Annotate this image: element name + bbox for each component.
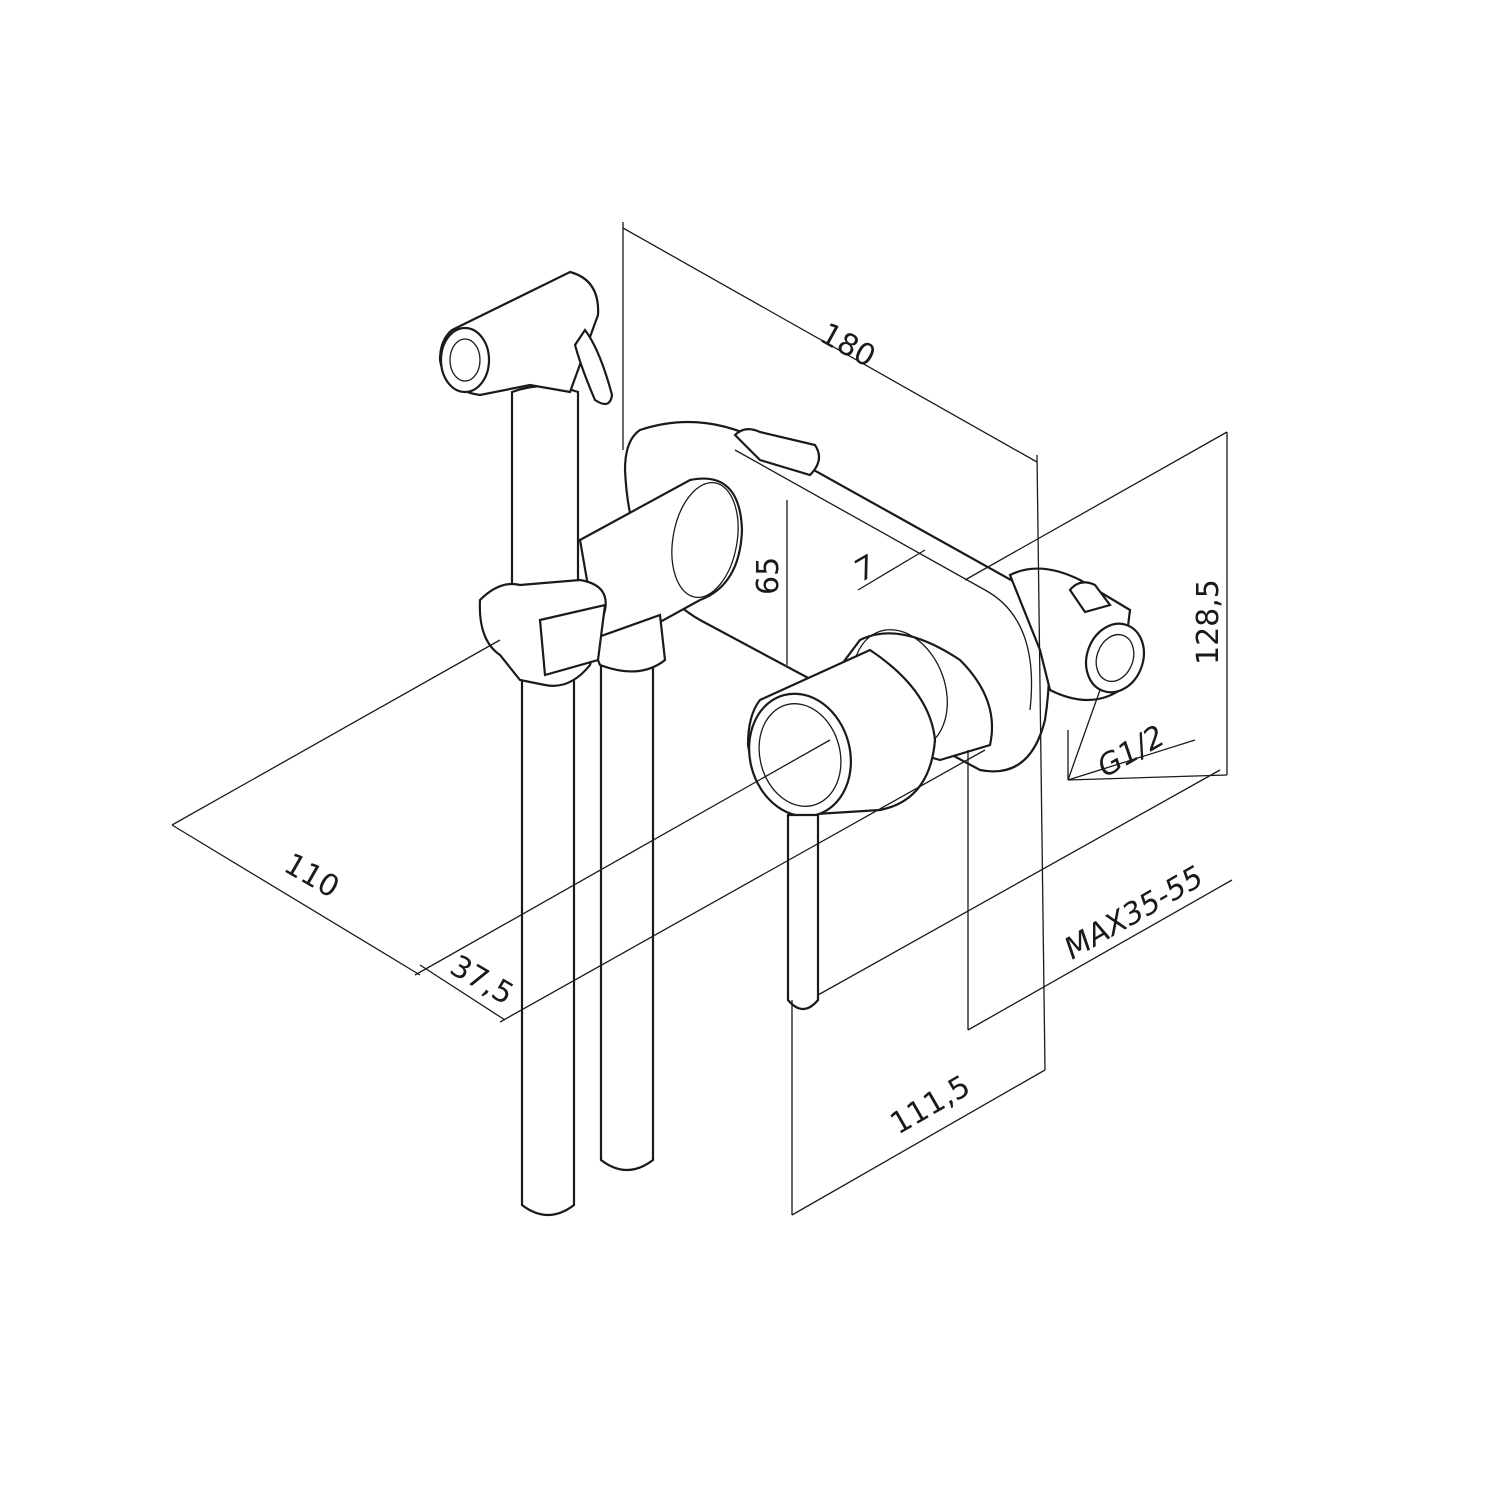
nozzle [439,326,491,394]
dim-wall-depth-max35-55: MAX35-55 [1059,860,1210,967]
dim-plate-height-65: 65 [751,557,786,595]
hygienic-shower-set [438,270,1146,1217]
dim-width-180: 180 [814,316,881,374]
dim-offset-37-5: 37,5 [444,949,519,1013]
shower-handle [510,384,580,594]
dim-lever-depth-111-5: 111,5 [885,1069,977,1142]
shower-holder [578,477,744,657]
hose-left [520,678,576,1217]
cartridge-top [733,428,821,477]
dimension-lines [171,222,1233,1216]
hose-right [599,658,655,1172]
dim-total-height-128-5: 128,5 [1191,579,1226,665]
shower-trigger [573,328,614,406]
dim-thread-g1-2: G1/2 [1092,719,1171,785]
mixer-lever [786,813,820,1011]
dim-projection-110: 110 [278,847,345,906]
